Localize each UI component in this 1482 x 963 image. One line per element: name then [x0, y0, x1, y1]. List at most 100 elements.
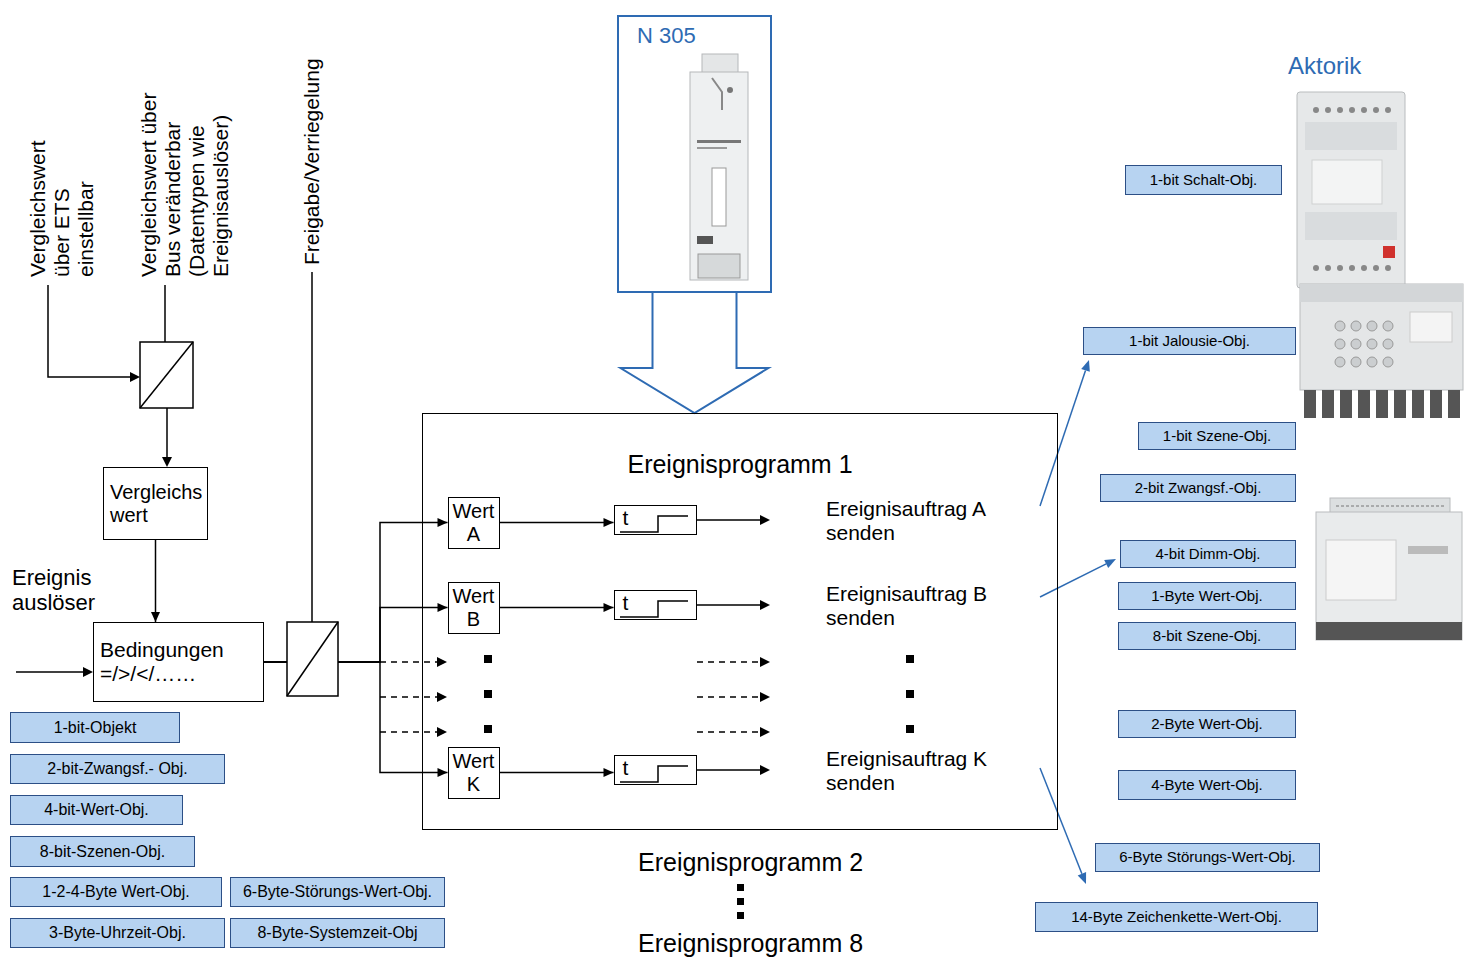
output-note: Ereignisauftrag K senden	[826, 747, 1026, 795]
arrow-heads-part	[437, 727, 447, 737]
input-note: Vergleichswert über Bus veränderbar (Dat…	[137, 62, 234, 277]
value-box: Wert B	[448, 582, 500, 634]
actuator-object-box: 8-bit Szene-Obj.	[1118, 622, 1296, 650]
device-terminals-part	[1358, 390, 1370, 418]
delay-box: t	[614, 590, 697, 620]
leader-line	[48, 285, 131, 377]
node-text: 2-bit-Zwangsf.- Obj.	[47, 760, 187, 778]
actuator-leader-arrows-part	[1040, 768, 1082, 874]
device-panel	[1305, 122, 1397, 150]
arrow-head	[438, 518, 448, 527]
device-print	[697, 140, 741, 143]
node-text: 14-Byte Zeichenkette-Wert-Obj.	[1071, 909, 1282, 926]
node-text: Wert K	[451, 750, 497, 796]
connector-line	[500, 607, 614, 609]
device-label	[1410, 312, 1452, 342]
actuator-object-box: 1-bit Schalt-Obj.	[1125, 165, 1282, 195]
switch-diagonal	[140, 342, 193, 408]
arrow-head	[604, 518, 614, 527]
device-buttons-part	[1383, 339, 1393, 349]
device-front	[1312, 160, 1382, 204]
actuator-object-box: 1-bit Jalousie-Obj.	[1083, 327, 1296, 355]
output-arrow	[697, 769, 761, 771]
device-buttons-part	[1351, 339, 1361, 349]
ellipsis-dots-part	[737, 884, 744, 891]
connector	[500, 603, 614, 612]
node-text: Vergleichs wert	[110, 481, 205, 527]
value-box: Wert A	[448, 497, 500, 549]
arrow-head	[438, 603, 448, 612]
program-name: Ereignisprogramm 2	[638, 848, 928, 877]
n305-device	[690, 54, 748, 280]
device-terminals-part	[1337, 265, 1343, 271]
device-button	[1383, 246, 1395, 258]
node-text: 4-bit Dimm-Obj.	[1155, 546, 1260, 563]
node-text: t	[623, 507, 629, 528]
actuator-leader-arrows-part	[1078, 872, 1086, 884]
device-window	[712, 168, 726, 226]
actuator-object-box: 4-bit Dimm-Obj.	[1120, 540, 1296, 568]
device-buttons-part	[1335, 321, 1345, 331]
datatype-box: 8-bit-Szenen-Obj.	[10, 836, 195, 867]
arrow-heads-part	[130, 372, 140, 382]
block-arrow	[621, 293, 769, 413]
device-terminal	[698, 254, 740, 278]
leader-line	[166, 408, 168, 458]
leader-line	[164, 285, 166, 342]
node-text: 4-Byte Wert-Obj.	[1151, 777, 1262, 794]
dashed-arrows-part	[380, 696, 438, 698]
actuator-object-box: 1-Byte Wert-Obj.	[1118, 582, 1296, 610]
device-terminals-part	[1349, 265, 1355, 271]
device-terminals-part	[1412, 390, 1424, 418]
datatype-box: 6-Byte-Störungs-Wert-Obj.	[230, 877, 445, 907]
datatype-box: 4-bit-Wert-Obj.	[10, 795, 183, 825]
device-terminals	[1316, 622, 1462, 640]
output-note-wrap: Ereignisauftrag B senden	[826, 582, 1026, 630]
device-buttons-part	[1367, 321, 1377, 331]
device-buttons-part	[1335, 357, 1345, 367]
datatype-box: 2-bit-Zwangsf.- Obj.	[10, 754, 225, 784]
node-text: Bedingungen =/>/</……	[100, 638, 261, 686]
node-text: 2-Byte Wert-Obj.	[1151, 716, 1262, 733]
dashed-arrows-part	[380, 661, 438, 663]
device-terminals-part	[1373, 107, 1379, 113]
connector	[500, 768, 614, 777]
condition-box: Bedingungen =/>/</……	[93, 622, 264, 702]
arrow-heads-part	[760, 657, 770, 667]
datatype-box: 1-bit-Objekt	[10, 712, 180, 743]
ellipsis-dots-part	[737, 912, 744, 919]
delay-step-symbol	[620, 766, 688, 782]
dashed-arrows-part	[697, 661, 761, 663]
actuator-object-box: 14-Byte Zeichenkette-Wert-Obj.	[1035, 902, 1318, 932]
connector-line	[500, 772, 614, 774]
arrow-head	[438, 768, 448, 777]
arrow-head	[604, 603, 614, 612]
arrow-heads-part	[760, 727, 770, 737]
node-text: 3-Byte-Uhrzeit-Obj.	[49, 924, 186, 942]
node-text: 6-Byte Störungs-Wert-Obj.	[1119, 849, 1295, 866]
device-terminals-part	[1448, 390, 1460, 418]
switch-symbol	[140, 342, 193, 408]
node-text: Wert B	[451, 585, 497, 631]
device-vent	[1336, 506, 1444, 507]
device-lever	[712, 78, 722, 110]
program-name-wrap: Ereignisprogramm 2	[638, 848, 928, 877]
device-top	[702, 54, 738, 74]
switch-symbol	[287, 622, 338, 696]
actuator-object-box: 2-Byte Wert-Obj.	[1118, 710, 1296, 738]
node-text: t	[623, 757, 629, 778]
dashed-arrows-part	[380, 731, 438, 733]
arrow-heads-part	[760, 765, 770, 775]
device-top	[1300, 284, 1463, 302]
device-buttons	[1335, 321, 1393, 367]
device-print	[1408, 546, 1448, 554]
device-body	[1297, 92, 1405, 288]
switch-box	[287, 622, 338, 696]
node-text: 1-bit-Objekt	[54, 719, 137, 737]
leader-line	[16, 671, 84, 673]
device-terminals-part	[1304, 390, 1316, 418]
device-terminals-part	[1322, 390, 1334, 418]
arrow-heads-part	[437, 692, 447, 702]
device-terminals-part	[1361, 107, 1367, 113]
